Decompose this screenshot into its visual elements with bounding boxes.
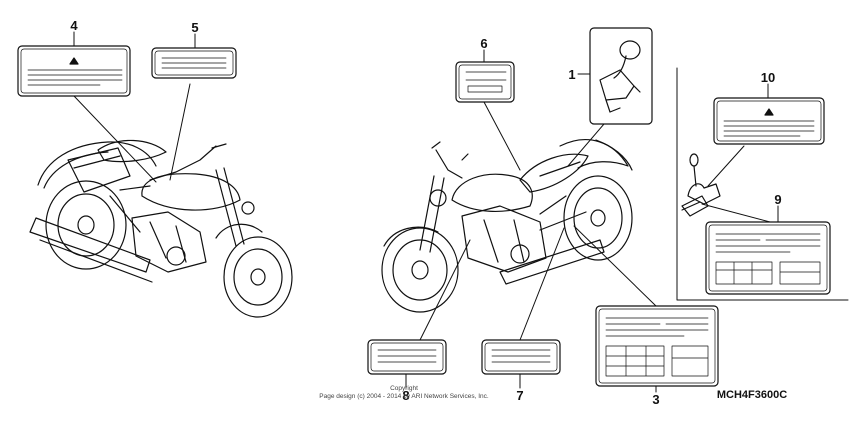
callout-6: 6	[480, 36, 487, 51]
callout-5: 5	[191, 20, 198, 35]
inset-panel-border	[676, 67, 849, 301]
label-7	[481, 339, 561, 375]
callout-3: 3	[652, 392, 659, 407]
center-motorcycle	[381, 139, 633, 313]
label-3	[595, 305, 719, 387]
label-6	[455, 61, 515, 103]
part-1-sketch	[589, 27, 653, 125]
copyright-line-2: Page design (c) 2004 - 2014 by ARI Netwo…	[319, 393, 489, 400]
label-4	[17, 45, 131, 97]
copyright-line-1: Copyright	[390, 385, 418, 392]
callout-10: 10	[761, 70, 775, 85]
left-motorcycle	[29, 139, 293, 318]
label-9	[705, 221, 831, 295]
callout-8: 8	[402, 388, 409, 403]
label-10	[713, 97, 825, 145]
callout-7: 7	[516, 388, 523, 403]
diagram-code: MCH4F3600C	[717, 389, 787, 401]
inset-component-sketch	[681, 153, 721, 217]
leader-lines	[73, 31, 779, 393]
label-5	[151, 47, 237, 79]
label-8	[367, 339, 447, 375]
callout-9: 9	[774, 192, 781, 207]
callout-4: 4	[70, 18, 78, 33]
callout-1: 1	[568, 67, 575, 82]
